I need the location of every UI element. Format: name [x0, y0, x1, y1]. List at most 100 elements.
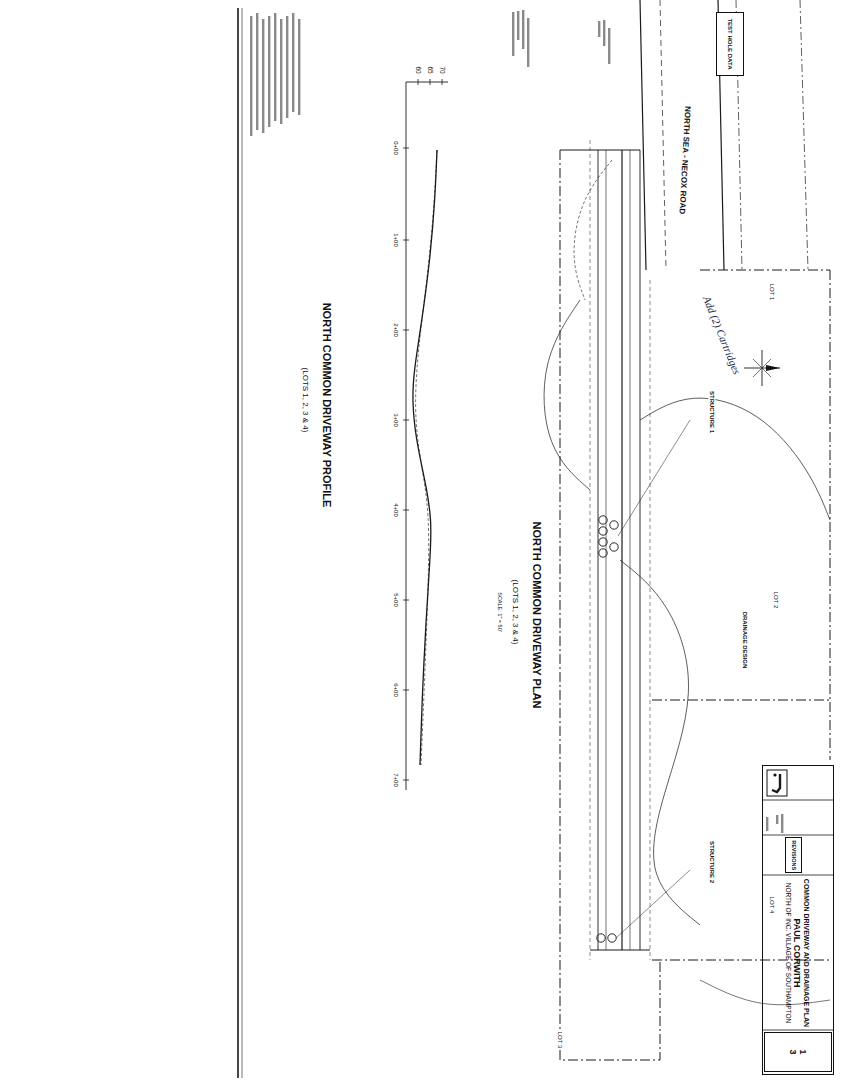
existing-grade-line	[416, 150, 437, 765]
driveway-line	[640, 150, 641, 950]
driveway-end	[590, 950, 650, 951]
sheet-border	[242, 8, 243, 1078]
revisions-box: REVISIONS	[785, 837, 802, 873]
node-text: REVISIONS	[791, 840, 797, 870]
station-label: 6+00	[393, 682, 400, 698]
fine-print	[274, 13, 276, 121]
fine-print	[527, 18, 529, 67]
fine-print	[262, 19, 264, 133]
station-tick	[403, 240, 409, 241]
rotated-text-frame: 13	[765, 1033, 831, 1071]
leader-line	[616, 870, 690, 938]
structure-label: STRUCTURE 1	[709, 390, 716, 434]
fine-print	[766, 817, 768, 831]
station-label: 3+00	[393, 412, 400, 428]
title-block-divider	[763, 800, 833, 801]
lot-line	[560, 150, 640, 151]
fine-print	[771, 816, 773, 817]
right-of-way-line	[800, 0, 808, 270]
elevation-tick	[442, 79, 443, 85]
elevation-label: 65	[426, 65, 433, 74]
leaching-pool	[597, 934, 605, 942]
leader-line	[618, 420, 690, 536]
easement-line	[590, 140, 591, 960]
section-heading: DRAINAGE DESIGN	[742, 611, 749, 670]
station-tick	[403, 600, 409, 601]
leaching-pool	[610, 521, 618, 529]
node-text: PAUL CORWITH	[792, 919, 802, 988]
node-text: 1	[798, 1049, 808, 1054]
fine-print	[286, 16, 288, 118]
leaching-pool	[608, 934, 616, 942]
title-block-divider	[763, 875, 833, 876]
station-label: 0+00	[393, 140, 400, 156]
station-tick	[403, 148, 409, 149]
plan-subtitle: (LOTS 1, 2, 3 & 4)	[511, 579, 520, 646]
rotated-text-frame: COMMON DRIVEWAY AND DRAINAGE PLANPAUL CO…	[763, 766, 832, 1073]
lot-line	[830, 270, 831, 760]
lot-line	[652, 960, 830, 961]
driveway-line	[598, 150, 599, 950]
logo-mark	[772, 774, 780, 792]
driveway-line	[621, 150, 622, 950]
driveway-line	[630, 150, 631, 950]
node-text: TEST HOLE DATA	[727, 18, 734, 69]
station-tick	[403, 420, 409, 421]
fine-print	[250, 16, 252, 136]
title-block-divider	[763, 1030, 833, 1031]
lot-label: LOT 4	[769, 896, 776, 915]
elevation-tick	[418, 79, 419, 85]
lot-line	[700, 270, 830, 271]
test-hole-box: TEST HOLE DATA	[716, 12, 744, 76]
station-tick	[403, 780, 409, 781]
road-line	[660, 0, 666, 270]
sheet-border	[237, 8, 239, 1078]
north-arrow-head	[766, 365, 780, 371]
lot-label: LOT 3	[557, 1031, 564, 1050]
contour-line	[574, 160, 612, 300]
fine-print	[298, 19, 300, 115]
fine-print	[781, 814, 783, 833]
contour-line	[700, 980, 830, 1005]
fine-print	[517, 11, 519, 40]
scale-note: SCALE: 1" = 50'	[497, 591, 503, 633]
node-text: COMMON DRIVEWAY AND DRAINAGE PLAN	[802, 879, 810, 1027]
elevation-tick	[430, 79, 431, 85]
rotated-text-frame: REVISIONS	[787, 838, 801, 872]
contour-line	[620, 560, 700, 925]
logo-dot	[773, 773, 776, 776]
station-label: 2+00	[393, 322, 400, 338]
contour-line	[640, 398, 830, 520]
title-block: COMMON DRIVEWAY AND DRAINAGE PLANPAUL CO…	[762, 765, 834, 1075]
lot-line	[560, 150, 660, 1060]
sheet-number-box: 13	[764, 1032, 832, 1072]
profile-grade-line	[413, 150, 437, 765]
profile-title: NORTH COMMON DRIVEWAY PROFILE	[321, 302, 333, 509]
leaching-pool	[610, 543, 618, 551]
profile-station-axis	[406, 82, 407, 790]
leaching-pool	[599, 538, 607, 546]
station-label: 4+00	[393, 502, 400, 518]
station-label: 7+00	[393, 772, 400, 788]
fine-print	[608, 28, 610, 64]
lot-label: LOT 1	[769, 283, 776, 302]
easement-line	[650, 280, 651, 960]
fine-print	[280, 19, 282, 124]
plan-title: NORTH COMMON DRIVEWAY PLAN	[531, 520, 543, 709]
structure-label: STRUCTURE 2	[709, 840, 716, 884]
leaching-pool	[599, 527, 607, 535]
node-text: NORTH OF INC. VILLAGE OF SOUTHAMPTON	[785, 883, 792, 1024]
station-tick	[403, 330, 409, 331]
station-tick	[403, 690, 409, 691]
fine-print	[268, 16, 270, 127]
road-edge	[640, 0, 646, 270]
fine-print	[256, 13, 258, 130]
station-label: 1+00	[393, 232, 400, 248]
lot-line	[652, 700, 830, 701]
fine-print	[598, 21, 600, 37]
station-tick	[403, 510, 409, 511]
